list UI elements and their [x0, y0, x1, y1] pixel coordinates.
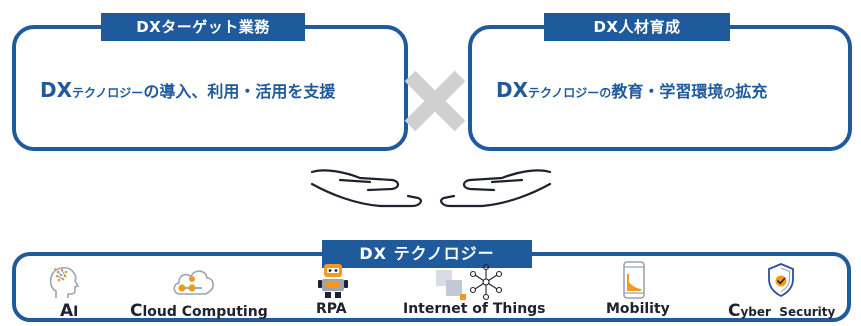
cross-icon — [404, 70, 466, 132]
tech-name-ai: AI — [60, 301, 79, 321]
tech-name-cloud-computing: Cloud Computing — [130, 301, 268, 321]
technology-word: テクノロジー — [72, 86, 144, 100]
dx-talent-development-label: DX人材育成 — [544, 13, 730, 41]
tech-name-rpa: RPA — [316, 301, 347, 317]
technology-word: テクノロジーの — [528, 86, 612, 100]
tech-name-mobility: Mobility — [606, 301, 670, 317]
shield-check-icon — [768, 263, 794, 298]
dx-target-business-text: DXテクノロジーの導入、利用・活用を支援 — [40, 78, 335, 102]
tech-name-cyber-security: Cyber Security — [728, 301, 836, 321]
education-text: 教育・学習環境 — [611, 82, 724, 101]
iot-network-icon — [436, 263, 503, 301]
tech-name-internet-of-things: Internet of Things — [403, 301, 546, 317]
dx-prefix: DX — [496, 78, 529, 102]
dx-target-business-label: DXターゲット業務 — [101, 13, 305, 41]
expansion-text: 拡充 — [735, 82, 768, 101]
open-hands-icon — [310, 169, 552, 208]
dx-talent-development-text: DXテクノロジーの教育・学習環境の拡充 — [496, 78, 767, 102]
dx-talent-development-box: DX人材育成 DXテクノロジーの教育・学習環境の拡充 — [468, 13, 852, 151]
dx-target-business-box: DXターゲット業務 DXテクノロジーの導入、利用・活用を支援 — [12, 13, 408, 151]
robot-icon — [318, 264, 348, 298]
dx-technology-label: DX テクノロジー — [322, 240, 532, 268]
ai-head-icon — [49, 266, 80, 298]
smartphone-icon — [623, 261, 645, 299]
cloud-icon — [173, 270, 214, 295]
support-text: の導入、利用・活用を支援 — [143, 82, 336, 101]
particle-no: の — [723, 86, 736, 100]
dx-prefix: DX — [40, 78, 73, 102]
